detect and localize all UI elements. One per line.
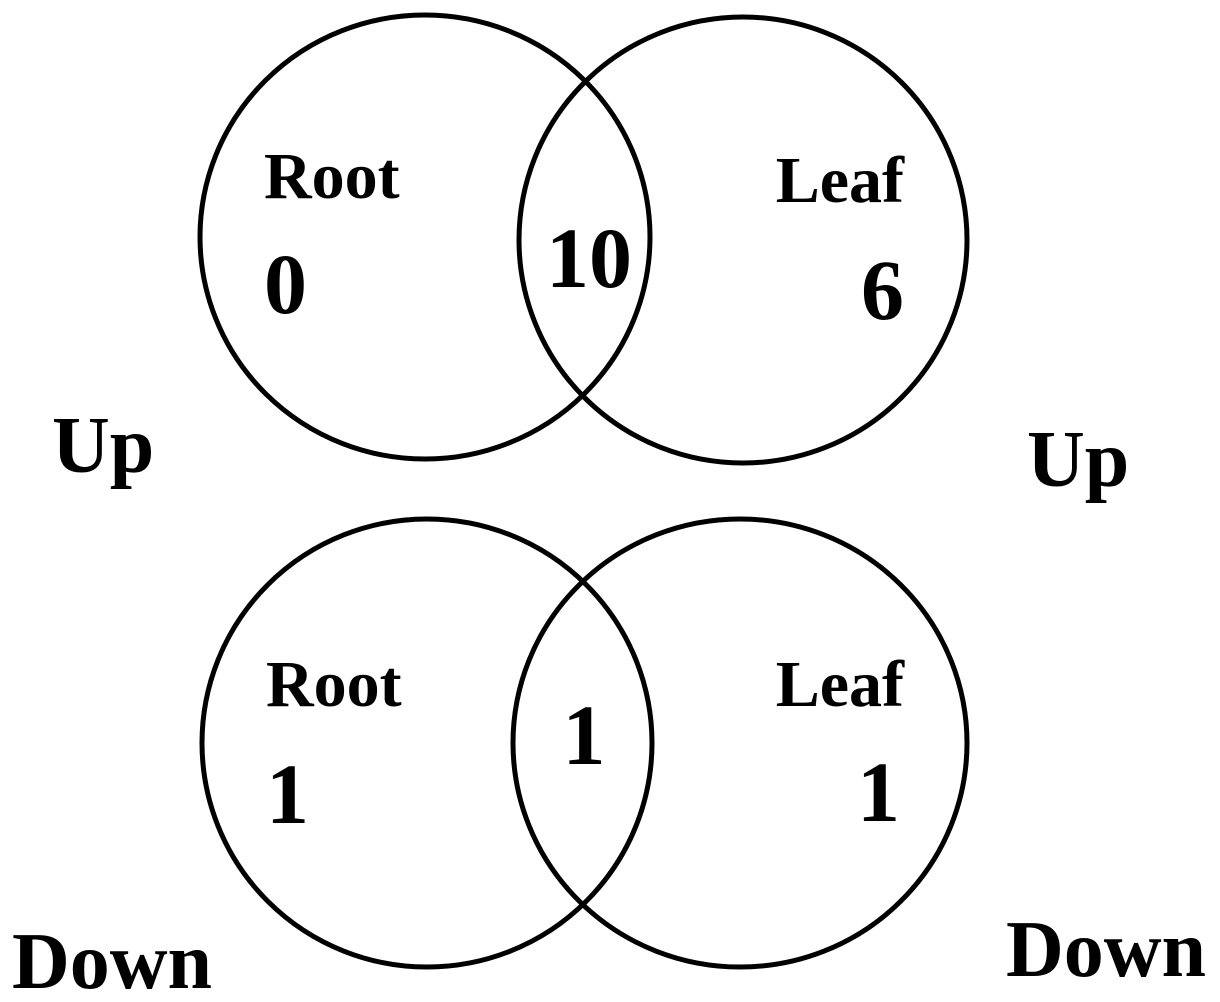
venn-down-leaf-label: Leaf (776, 648, 905, 721)
venn-up-root-circle (197, 12, 653, 462)
venn-up-root-only-count: 0 (264, 236, 307, 332)
venn-up-leaf-only-count: 6 (861, 242, 904, 338)
venn-down-root-only-count: 1 (266, 746, 309, 842)
venn-down-leaf-only-count: 1 (857, 744, 900, 840)
venn-down-root-label: Root (266, 648, 402, 721)
direction-label-down-left: Down (12, 918, 212, 1002)
direction-label-up-right: Up (1027, 416, 1129, 504)
direction-label-up-left: Up (52, 402, 154, 490)
venn-down-root-circle (199, 516, 655, 970)
direction-label-down-right: Down (1006, 906, 1206, 994)
venn-up-leaf-label: Leaf (776, 144, 905, 217)
venn-up-intersection-count: 10 (546, 210, 632, 306)
venn-down-leaf-circle (510, 516, 970, 970)
venn-up-root-label: Root (264, 140, 400, 213)
venn-down-intersection-count: 1 (563, 687, 606, 783)
venn-up: Root 0 10 Leaf 6 (197, 12, 970, 466)
venn-up-leaf-circle (516, 14, 970, 466)
venn-down: Root 1 1 Leaf 1 (199, 516, 970, 970)
